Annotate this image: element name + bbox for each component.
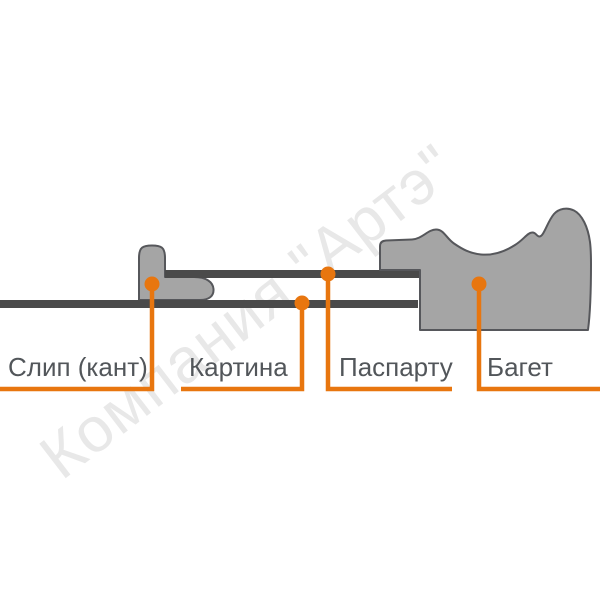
passepartout-callout-dot bbox=[320, 266, 336, 282]
baguette-callout-line bbox=[476, 284, 600, 392]
baguette-profile-shape bbox=[379, 207, 592, 331]
picture-layer-line bbox=[0, 300, 418, 308]
picture-callout-line bbox=[181, 303, 305, 392]
picture-callout-dot bbox=[294, 295, 310, 311]
label-slip: Слип (кант) bbox=[8, 352, 148, 382]
slip-callout-dot bbox=[144, 276, 160, 292]
label-baguette: Багет bbox=[487, 352, 553, 382]
label-passepartout: Паспарту bbox=[339, 352, 453, 382]
passepartout-layer-line bbox=[165, 270, 421, 278]
slip-callout-line bbox=[0, 284, 155, 392]
label-picture: Картина bbox=[189, 352, 288, 382]
baguette-callout-dot bbox=[471, 276, 487, 292]
passepartout-callout-line bbox=[325, 274, 452, 392]
